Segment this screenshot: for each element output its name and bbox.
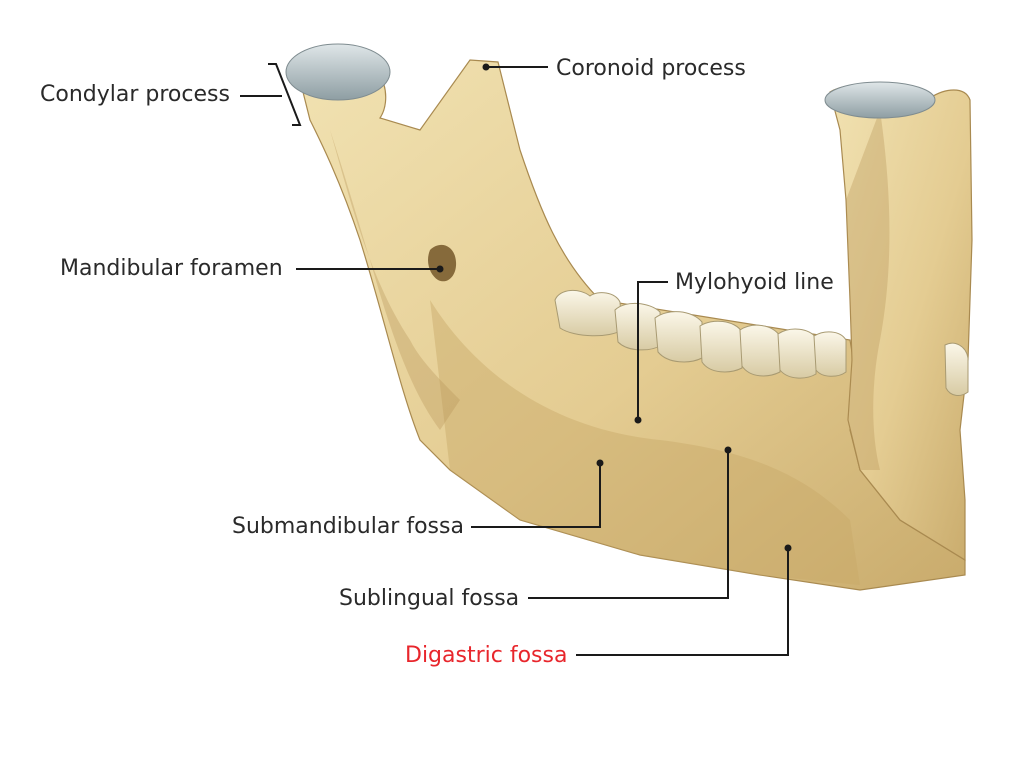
label-mandibular-foramen: Mandibular foramen [60, 256, 283, 281]
mylohyoid-leader [637, 281, 668, 420]
sublingual-dot [724, 446, 732, 454]
coronoid-dot [482, 63, 490, 71]
digastric-leader [576, 548, 789, 656]
leader-endpoints [436, 63, 792, 552]
ramus-shadow [330, 130, 460, 430]
digastric-dot [784, 544, 792, 552]
leader-lines [240, 63, 789, 656]
label-mylohyoid-line: Mylohyoid line [675, 270, 834, 295]
mandibular-foramen-dot [436, 265, 444, 273]
left-condyle-cap [285, 43, 391, 101]
label-condylar-process: Condylar process [40, 82, 230, 107]
mandibular-foramen-shape [427, 244, 457, 282]
mylohyoid-dot [634, 416, 642, 424]
label-submandibular-fossa: Submandibular fossa [232, 514, 464, 539]
condylar-bracket [268, 63, 302, 126]
label-sublingual-fossa: Sublingual fossa [339, 586, 520, 611]
sublingual-leader [528, 450, 729, 599]
label-digastric-fossa: Digastric fossa [405, 643, 568, 668]
right-ramus-shadow [846, 110, 890, 470]
body-shadow [430, 300, 860, 585]
submandibular-leader [471, 463, 601, 528]
label-coronoid-process: Coronoid process [556, 56, 746, 81]
submandibular-dot [596, 459, 604, 467]
right-condyle-cap [824, 81, 936, 119]
